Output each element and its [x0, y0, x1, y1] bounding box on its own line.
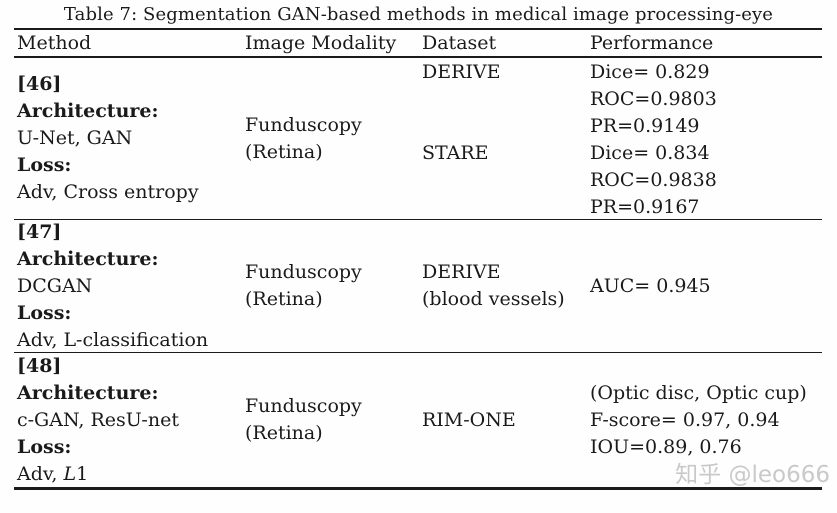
image-modality-cell: Funduscopy (Retina) — [245, 58, 422, 219]
loss-label: Loss: — [17, 435, 72, 458]
dataset-name: RIM-ONE — [422, 408, 516, 431]
modality-line: (Retina) — [245, 288, 323, 310]
performance-line: Dice= 0.829 — [590, 61, 710, 83]
loss-value: Adv, Cross entropy — [17, 181, 199, 203]
method-cell: [46] Architecture: U-Net, GAN Loss: Adv,… — [14, 58, 245, 219]
image-modality-cell: Funduscopy (Retina) — [245, 353, 422, 487]
dataset-name: DERIVE — [422, 61, 501, 83]
image-modality-cell: Funduscopy (Retina) — [245, 220, 422, 352]
zhihu-watermark: 知乎 @leo666 — [675, 462, 830, 488]
column-header-dataset: Dataset — [422, 32, 497, 54]
architecture-value: DCGAN — [17, 274, 93, 297]
performance-line: IOU=0.89, 0.76 — [590, 435, 742, 458]
modality-line: Funduscopy — [245, 261, 362, 283]
table-row: [46] Architecture: U-Net, GAN Loss: Adv,… — [14, 58, 822, 220]
table-row: [47] Architecture: DCGAN Loss: Adv, L-cl… — [14, 220, 822, 353]
dataset-name: STARE — [422, 142, 489, 164]
method-cell: [48] Architecture: c-GAN, ResU-net Loss:… — [14, 353, 245, 487]
table-header-row: Method Image Modality Dataset Performanc… — [14, 30, 822, 58]
dataset-cell: DERIVE STARE — [422, 58, 590, 219]
dataset-name: DERIVE — [422, 261, 501, 283]
performance-cell: (Optic disc, Optic cup) F-score= 0.97, 0… — [590, 353, 822, 487]
architecture-value: U-Net, GAN — [17, 127, 133, 149]
loss-value: Adv, L1 — [17, 462, 89, 485]
segmentation-gan-table: Method Image Modality Dataset Performanc… — [14, 28, 822, 490]
modality-line: Funduscopy — [245, 395, 362, 417]
modality-line: (Retina) — [245, 140, 323, 163]
column-header-method: Method — [17, 32, 92, 54]
architecture-label: Architecture: — [17, 247, 159, 270]
loss-label: Loss: — [17, 301, 72, 324]
dataset-detail: (blood vessels) — [422, 288, 565, 310]
architecture-value: c-GAN, ResU-net — [17, 408, 179, 431]
performance-line: PR=0.9149 — [590, 115, 700, 137]
modality-line: Funduscopy — [245, 113, 362, 136]
performance-line: ROC=0.9838 — [590, 169, 717, 191]
citation-ref: [47] — [17, 220, 62, 243]
architecture-label: Architecture: — [17, 381, 159, 404]
dataset-cell: RIM-ONE — [422, 353, 590, 487]
citation-ref: [46] — [17, 73, 62, 95]
performance-cell: AUC= 0.945 — [590, 220, 822, 352]
method-cell: [47] Architecture: DCGAN Loss: Adv, L-cl… — [14, 220, 245, 352]
architecture-label: Architecture: — [17, 100, 159, 122]
dataset-cell: DERIVE (blood vessels) — [422, 220, 590, 352]
performance-line: F-score= 0.97, 0.94 — [590, 408, 780, 431]
performance-cell: Dice= 0.829 ROC=0.9803 PR=0.9149 Dice= 0… — [590, 58, 822, 219]
performance-line: ROC=0.9803 — [590, 88, 717, 110]
table-caption: Table 7: Segmentation GAN-based methods … — [63, 3, 774, 25]
citation-ref: [48] — [17, 354, 62, 377]
performance-line: (Optic disc, Optic cup) — [590, 381, 807, 404]
column-header-performance: Performance — [590, 32, 714, 54]
loss-value: Adv, L-classification — [17, 328, 209, 351]
loss-label: Loss: — [17, 154, 72, 176]
table-row: [48] Architecture: c-GAN, ResU-net Loss:… — [14, 353, 822, 487]
performance-line: PR=0.9167 — [590, 196, 700, 218]
column-header-image-modality: Image Modality — [245, 32, 397, 54]
modality-line: (Retina) — [245, 422, 323, 444]
performance-line: Dice= 0.834 — [590, 142, 710, 164]
performance-line: AUC= 0.945 — [590, 274, 711, 297]
